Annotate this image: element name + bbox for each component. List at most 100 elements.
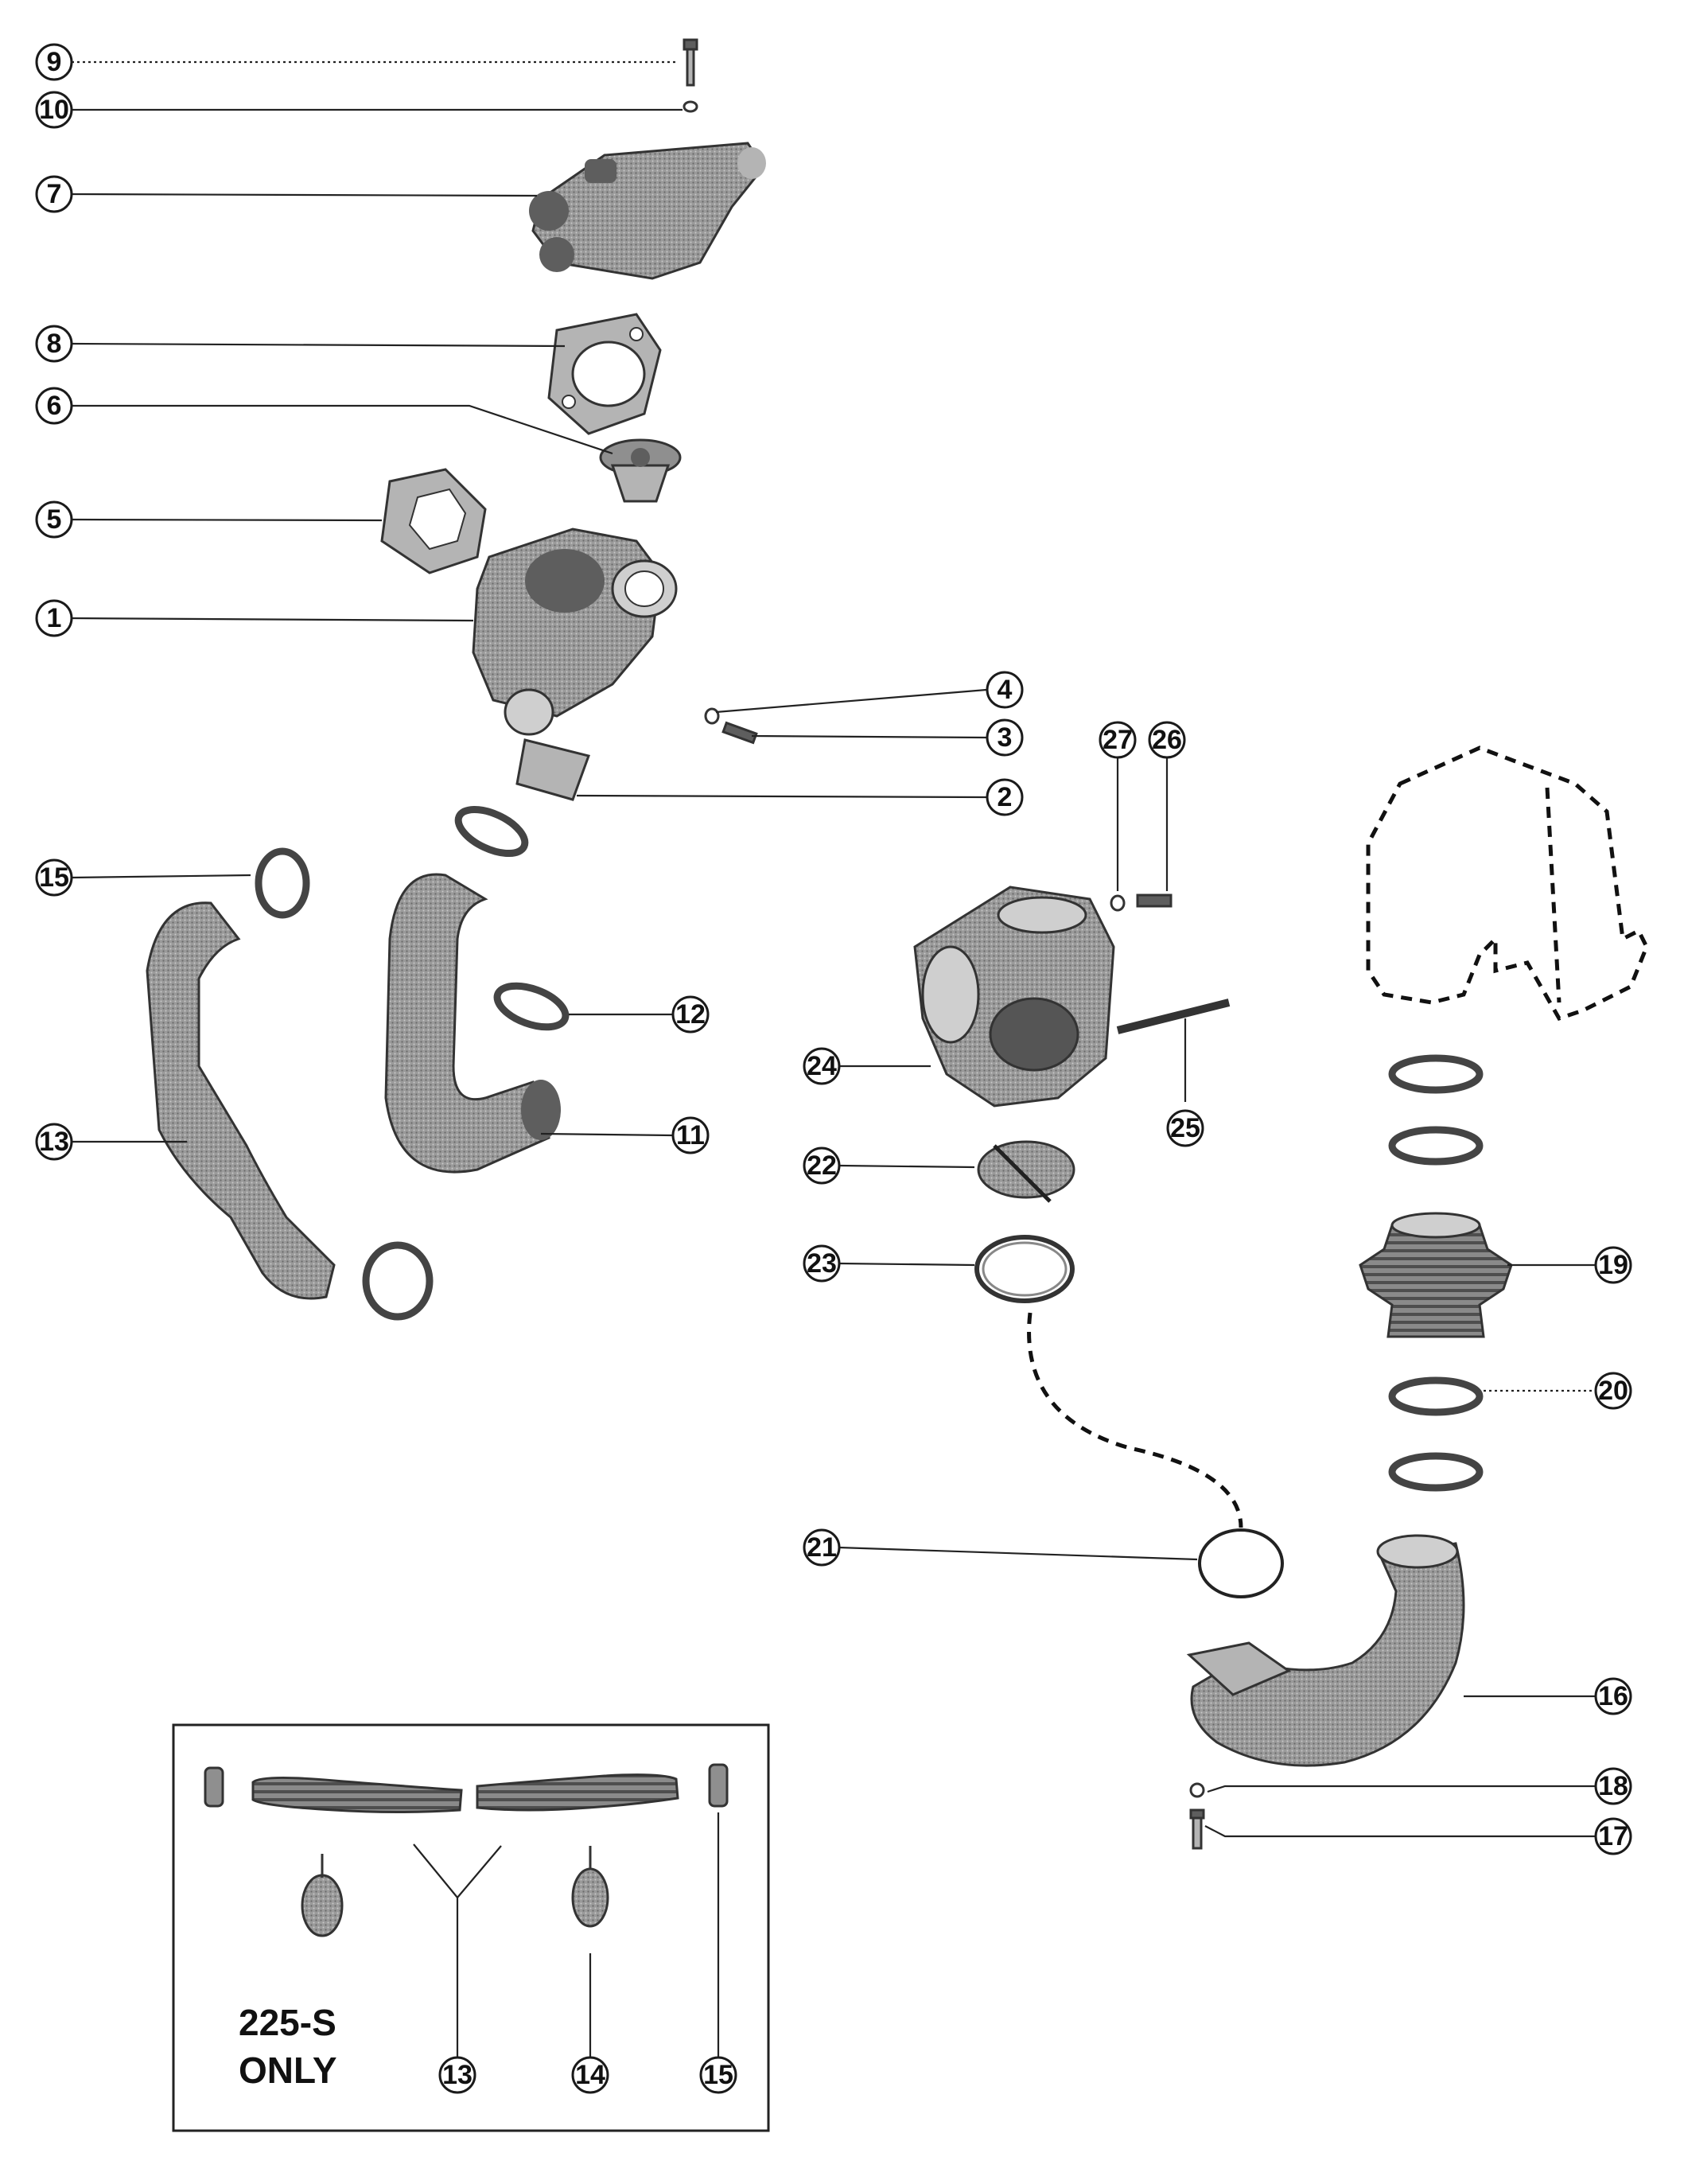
part-clamp-lower xyxy=(362,1241,434,1321)
svg-text:9: 9 xyxy=(47,47,62,77)
callout-6: 6 xyxy=(35,387,73,425)
part-12-clamp xyxy=(493,982,570,1031)
part-clamp-r1 xyxy=(1388,1054,1484,1094)
callout-10: 10 xyxy=(35,91,73,129)
svg-text:8: 8 xyxy=(47,329,62,359)
svg-text:7: 7 xyxy=(47,179,62,209)
callout-13: 13 xyxy=(35,1123,73,1161)
svg-text:1: 1 xyxy=(47,603,62,633)
svg-text:23: 23 xyxy=(807,1248,837,1279)
part-7-thermostat-housing xyxy=(529,142,766,280)
callout-12: 12 xyxy=(671,995,710,1034)
inset-clamp-14 xyxy=(571,1846,609,1928)
part-27-washer xyxy=(1110,894,1126,912)
part-20-clamp xyxy=(1388,1376,1484,1416)
svg-text:25: 25 xyxy=(1170,1113,1200,1143)
svg-text:26: 26 xyxy=(1152,725,1182,755)
svg-text:22: 22 xyxy=(807,1150,837,1181)
callout-1: 1 xyxy=(35,599,73,637)
part-26-screw xyxy=(1136,893,1173,908)
inset-label-line1: 225-S xyxy=(239,2002,336,2043)
part-5-gasket xyxy=(380,468,487,574)
part-18-washer xyxy=(1189,1782,1205,1798)
svg-text:14: 14 xyxy=(575,2060,605,2090)
svg-text:13: 13 xyxy=(39,1127,69,1157)
inset-hose-right xyxy=(476,1773,679,1812)
part-17-bolt xyxy=(1189,1808,1205,1850)
part-1-housing xyxy=(472,528,678,801)
part-19-bellows xyxy=(1359,1212,1513,1338)
svg-text:15: 15 xyxy=(703,2060,733,2090)
part-13-hose xyxy=(146,901,336,1300)
svg-text:3: 3 xyxy=(998,722,1013,753)
callout-24: 24 xyxy=(803,1047,841,1085)
svg-text:18: 18 xyxy=(1598,1771,1628,1801)
svg-text:6: 6 xyxy=(47,391,62,421)
inset-clamp-13 xyxy=(301,1854,344,1937)
svg-text:11: 11 xyxy=(676,1120,705,1150)
callout-16: 16 xyxy=(1594,1677,1632,1715)
callout-2: 2 xyxy=(986,778,1024,816)
inset-clamp-left xyxy=(204,1766,224,1808)
svg-text:17: 17 xyxy=(1598,1821,1628,1851)
callout-3: 3 xyxy=(986,718,1024,757)
callout-9: 9 xyxy=(35,43,73,81)
callout-18: 18 xyxy=(1594,1767,1632,1805)
inset-clamp-right xyxy=(708,1763,729,1808)
callout-26: 26 xyxy=(1148,721,1186,759)
part-22-flapper xyxy=(977,1140,1075,1203)
inset-callout-15: 15 xyxy=(699,2056,737,2094)
callout-7: 7 xyxy=(35,175,73,213)
part-11-elbow-hose xyxy=(384,873,561,1174)
assembly-path-23-21 xyxy=(1027,1312,1243,1528)
inset-label-line2: ONLY xyxy=(239,2050,337,2091)
leader-lines xyxy=(71,60,1595,1838)
callout-20: 20 xyxy=(1594,1372,1632,1410)
callout-11: 11 xyxy=(671,1116,710,1154)
svg-text:13: 13 xyxy=(442,2060,473,2090)
part-24-exhaust-elbow xyxy=(913,886,1115,1108)
callout-4: 4 xyxy=(986,671,1024,709)
part-10-washer xyxy=(683,100,698,113)
callout-15: 15 xyxy=(35,858,73,897)
callout-25: 25 xyxy=(1166,1109,1204,1147)
svg-text:16: 16 xyxy=(1598,1681,1628,1711)
svg-text:24: 24 xyxy=(807,1051,837,1081)
callout-19: 19 xyxy=(1594,1246,1632,1284)
callout-23: 23 xyxy=(803,1244,841,1283)
part-clamp-upper xyxy=(454,805,529,858)
svg-text:27: 27 xyxy=(1103,725,1133,755)
callout-17: 17 xyxy=(1594,1817,1632,1855)
inset-callout-13: 13 xyxy=(438,2056,476,2094)
part-3-screw xyxy=(721,721,758,745)
callout-5: 5 xyxy=(35,500,73,539)
svg-text:4: 4 xyxy=(998,675,1013,705)
inset-hose-left xyxy=(251,1776,463,1813)
svg-text:12: 12 xyxy=(675,999,706,1030)
svg-text:15: 15 xyxy=(39,862,69,893)
part-16-exhaust-pipe xyxy=(1186,1534,1465,1767)
svg-text:19: 19 xyxy=(1598,1250,1628,1280)
callout-21: 21 xyxy=(803,1528,841,1567)
part-15-clamp xyxy=(255,847,310,919)
part-4-washer xyxy=(704,707,720,725)
svg-text:2: 2 xyxy=(998,782,1013,812)
part-23-ring xyxy=(974,1235,1075,1303)
inset-callout-14: 14 xyxy=(571,2056,609,2094)
callout-27: 27 xyxy=(1099,721,1137,759)
callout-22: 22 xyxy=(803,1147,841,1185)
part-clamp-r2 xyxy=(1388,1126,1484,1166)
inset-225s-only: 13 14 15 225-S ONLY xyxy=(172,1723,770,2132)
phantom-engine-outline-inner xyxy=(1545,787,1561,1003)
svg-text:10: 10 xyxy=(39,95,69,125)
svg-text:5: 5 xyxy=(47,504,62,535)
svg-text:21: 21 xyxy=(807,1532,837,1563)
phantom-engine-outline xyxy=(1366,746,1649,1022)
part-8-gasket xyxy=(547,313,662,435)
part-21-plug xyxy=(1198,1528,1284,1598)
part-9-bolt xyxy=(683,38,698,87)
part-25-rod xyxy=(1116,999,1231,1034)
svg-text:20: 20 xyxy=(1598,1376,1628,1406)
part-6-thermostat xyxy=(599,438,682,503)
